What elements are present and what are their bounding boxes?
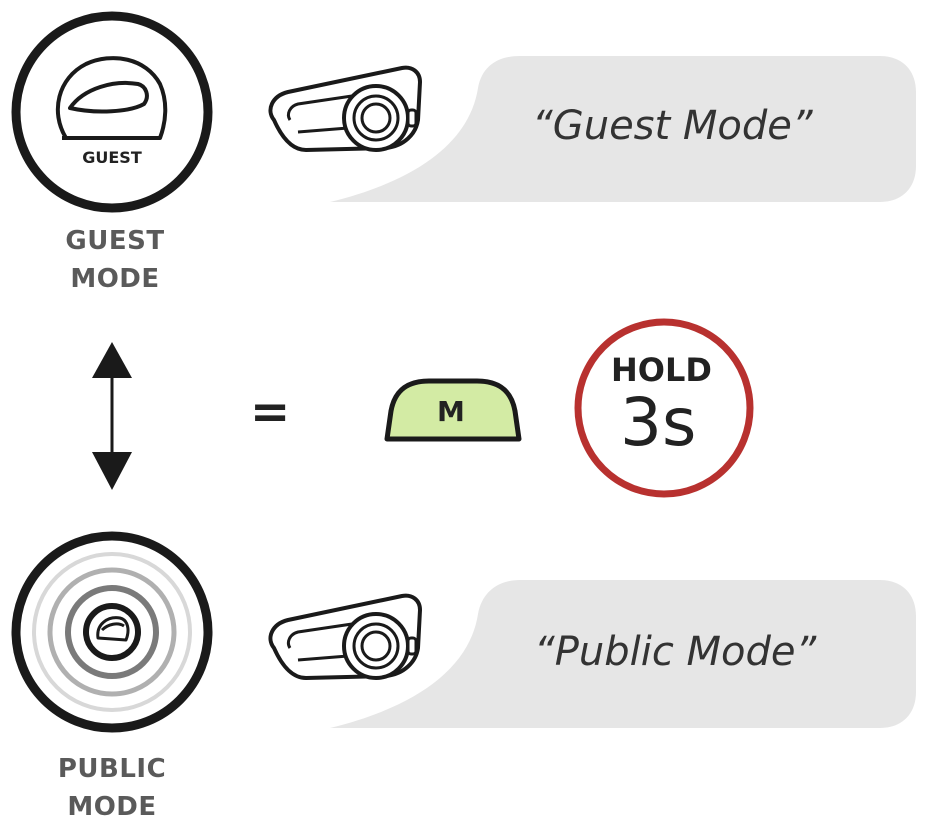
guest-intercom-device-icon bbox=[268, 65, 422, 152]
m-button bbox=[384, 378, 522, 442]
hold-timer-ring bbox=[574, 318, 754, 498]
public-broadcast-icon bbox=[11, 531, 213, 733]
guest-mode-label: GUEST MODE bbox=[40, 222, 190, 298]
m-button-label: M bbox=[437, 395, 465, 428]
guest-speech-text: “Guest Mode” bbox=[532, 103, 813, 149]
public-mode-label: PUBLIC MODE bbox=[37, 750, 187, 826]
equals-sign: = bbox=[250, 384, 291, 440]
hold-time: 3s bbox=[620, 384, 697, 461]
public-mode-label-line1: PUBLIC bbox=[57, 754, 167, 784]
hold-word: HOLD bbox=[611, 351, 712, 389]
guest-mode-label-line1: GUEST bbox=[65, 226, 165, 256]
public-speech-text: “Public Mode” bbox=[534, 629, 817, 675]
public-intercom-device-icon bbox=[268, 593, 422, 680]
guest-helmet-icon bbox=[11, 11, 213, 213]
public-mode-label-line2: MODE bbox=[67, 792, 157, 822]
guest-mode-label-line2: MODE bbox=[70, 264, 160, 294]
guest-badge-text: GUEST bbox=[82, 148, 142, 167]
